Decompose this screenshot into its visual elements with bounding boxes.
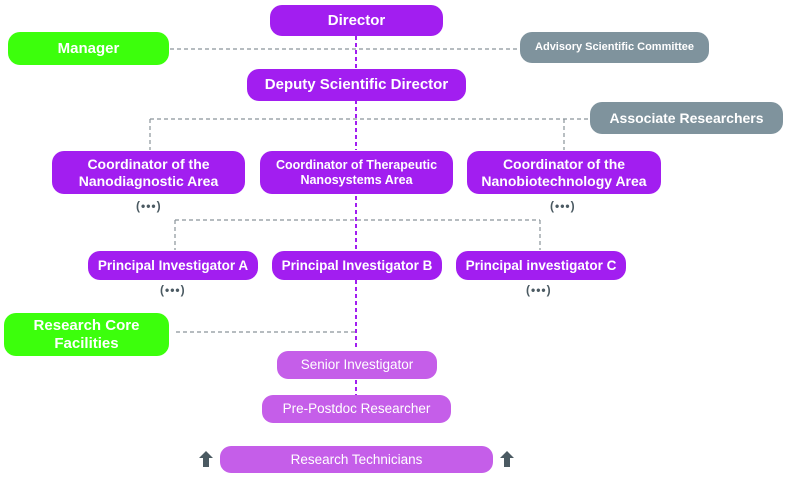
coord-nanodiag-node: Coordinator of the Nanodiagnostic Area <box>52 151 245 194</box>
technicians-label: Research Technicians <box>290 451 423 467</box>
ellipsis-pi-a: (•••) <box>160 283 186 297</box>
senior-investigator-node: Senior Investigator <box>277 351 437 379</box>
director-label: Director <box>327 11 386 29</box>
advisory-node: Advisory Scientific Committee <box>520 32 709 63</box>
deputy-node: Deputy Scientific Director <box>247 69 466 101</box>
pi-a-label: Principal Investigator A <box>97 257 249 273</box>
coord-nanodiag-label: Coordinator of the Nanodiagnostic Area <box>78 156 219 189</box>
prepostdoc-label: Pre-Postdoc Researcher <box>282 401 431 417</box>
coord-nanobio-label: Coordinator of the Nanobiotechnology Are… <box>481 156 647 189</box>
advisory-label: Advisory Scientific Committee <box>535 41 694 54</box>
arrow-up-icon <box>199 451 213 467</box>
associate-label: Associate Researchers <box>609 109 764 126</box>
coord-therapeutic-node: Coordinator of Therapeutic Nanosystems A… <box>260 151 453 194</box>
arrow-up-icon <box>500 451 514 467</box>
coord-therapeutic-label: Coordinator of Therapeutic Nanosystems A… <box>275 158 438 187</box>
pi-c-node: Principal investigator C <box>456 251 626 280</box>
ellipsis-nanodiag: (•••) <box>136 199 162 213</box>
manager-label: Manager <box>57 39 120 57</box>
technicians-node: Research Technicians <box>220 446 493 473</box>
associate-node: Associate Researchers <box>590 102 783 134</box>
coord-nanobio-node: Coordinator of the Nanobiotechnology Are… <box>467 151 661 194</box>
prepostdoc-node: Pre-Postdoc Researcher <box>262 395 451 423</box>
senior-investigator-label: Senior Investigator <box>300 357 414 373</box>
core-facilities-node: Research Core Facilities <box>4 313 169 356</box>
ellipsis-nanobio: (•••) <box>550 199 576 213</box>
pi-a-node: Principal Investigator A <box>88 251 258 280</box>
core-facilities-label: Research Core Facilities <box>33 317 140 352</box>
ellipsis-pi-c: (•••) <box>526 283 552 297</box>
deputy-label: Deputy Scientific Director <box>264 76 449 94</box>
pi-b-label: Principal Investigator B <box>281 257 433 273</box>
director-node: Director <box>270 5 443 36</box>
pi-c-label: Principal investigator C <box>465 257 617 273</box>
manager-node: Manager <box>8 32 169 65</box>
pi-b-node: Principal Investigator B <box>272 251 442 280</box>
